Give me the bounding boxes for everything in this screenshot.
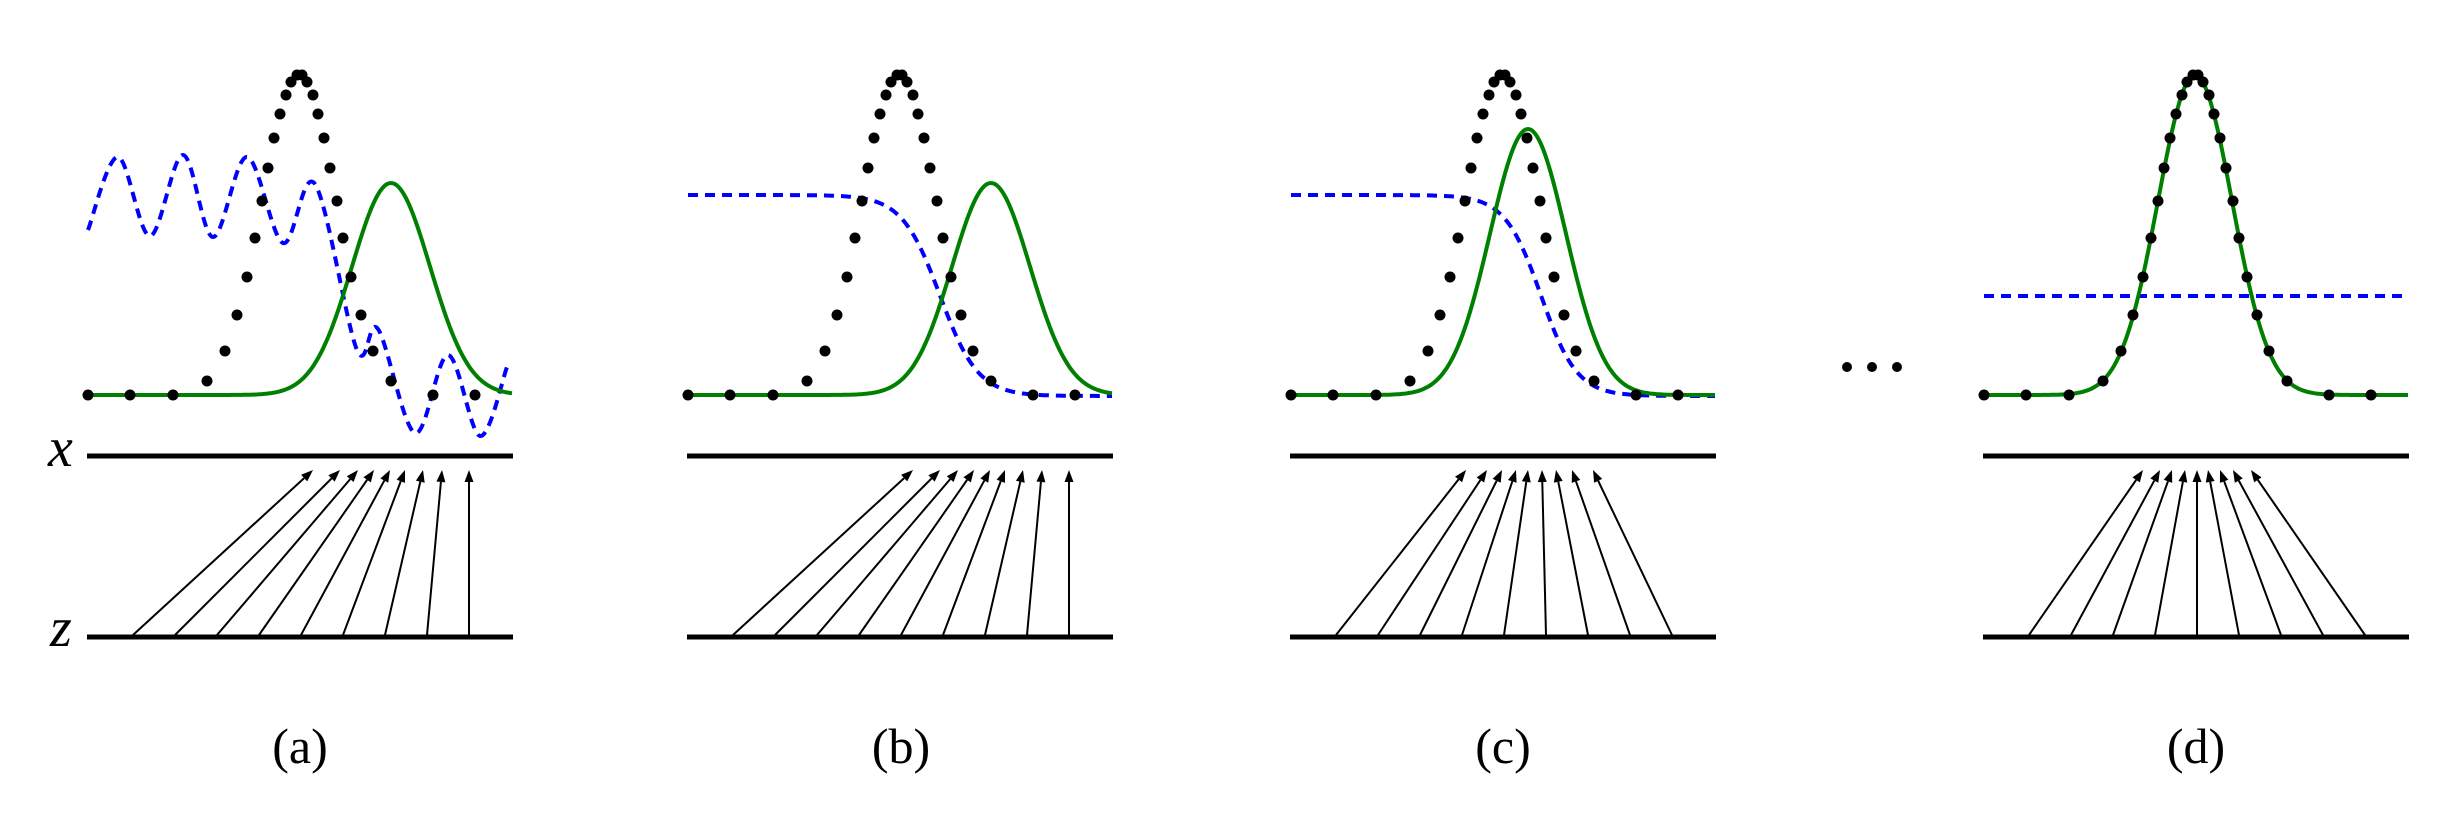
mapping-arrows: [132, 470, 474, 636]
panel-c: [1285, 69, 1716, 640]
panel-d: [1978, 69, 2409, 640]
panel-b: [682, 69, 1113, 640]
caption-b: (b): [871, 718, 931, 774]
panels-group: [82, 69, 2409, 640]
x-axis-label: x: [48, 417, 73, 479]
discriminator-curve: [1291, 193, 1715, 398]
z-axis-label: z: [50, 597, 72, 659]
caption-c: (c): [1475, 718, 1531, 774]
data-points: [82, 69, 481, 401]
data-points: [1978, 69, 2377, 401]
panel-a: [82, 69, 513, 640]
mapping-arrows: [1335, 470, 1673, 636]
generator-density-curve: [688, 181, 1113, 397]
ellipsis-dots: [1842, 362, 1902, 372]
mapping-arrows: [2028, 470, 2366, 636]
caption-a: (a): [272, 718, 328, 774]
generator-density-curve: [88, 181, 513, 397]
discriminator-curve: [86, 152, 509, 438]
discriminator-curve: [688, 193, 1112, 398]
generator-density-curve: [1984, 73, 2408, 397]
caption-d: (d): [2166, 718, 2226, 774]
mapping-arrows: [732, 470, 1074, 636]
generator-density-curve: [1291, 127, 1715, 397]
data-points: [1285, 69, 1684, 401]
data-points: [682, 69, 1081, 401]
